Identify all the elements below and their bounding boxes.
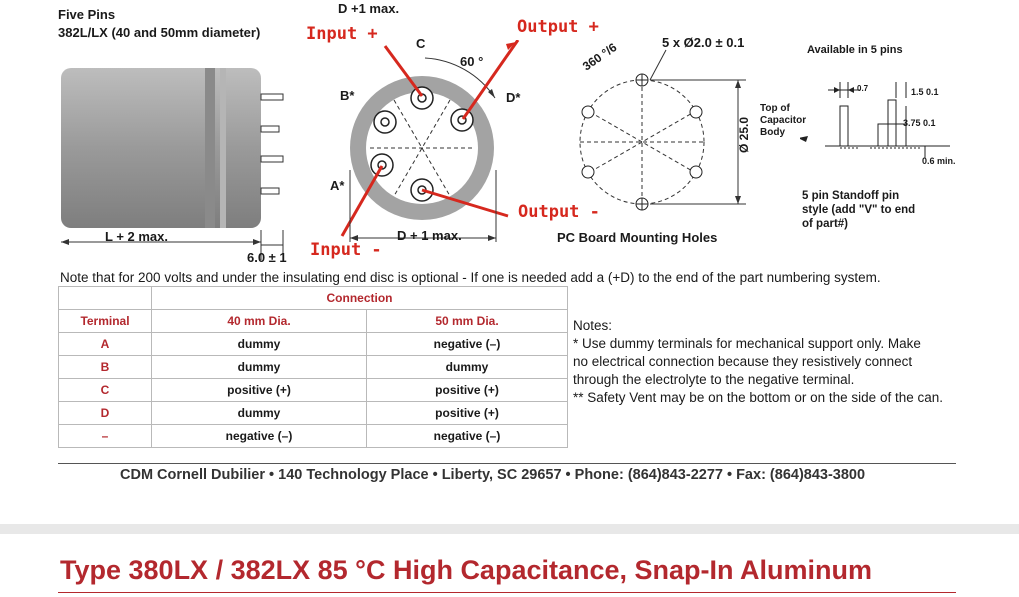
length-label: L + 2 max. bbox=[105, 229, 168, 244]
end-view-diagram bbox=[340, 40, 520, 242]
page-break bbox=[0, 524, 1019, 534]
top-dimension: D +1 max. bbox=[338, 1, 400, 16]
dim-06: 0.6 min. bbox=[922, 156, 956, 166]
hole-left-top bbox=[581, 105, 595, 119]
dim-07: 0.7 bbox=[857, 84, 869, 93]
input-minus-label: Input - bbox=[310, 240, 382, 260]
table-corner bbox=[58, 286, 152, 310]
hole-right-top bbox=[689, 105, 703, 119]
five-pins-label: Five Pins bbox=[58, 7, 116, 22]
company-footer: CDM Cornell Dubilier • 140 Technology Pl… bbox=[120, 467, 866, 483]
mounting-caption: PC Board Mounting Holes bbox=[557, 230, 718, 245]
hole-right-bottom bbox=[689, 165, 703, 179]
standoff-diagram bbox=[800, 82, 950, 158]
side-view-diagram bbox=[61, 68, 284, 260]
table-row: –negative (–)negative (–) bbox=[58, 424, 568, 448]
col-50mm-header: 50 mm Dia. bbox=[366, 309, 568, 333]
notes-line: through the electrolyte to the negative … bbox=[573, 372, 855, 387]
mounting-holes-diagram bbox=[579, 49, 746, 211]
available-label: Available in 5 pins bbox=[807, 44, 903, 56]
pin-b-label: B* bbox=[340, 88, 355, 103]
terminal-leaders bbox=[340, 40, 520, 237]
output-minus-label: Output - bbox=[518, 202, 600, 222]
pin-c-label: C bbox=[416, 36, 426, 51]
hole-left-bottom bbox=[581, 165, 595, 179]
connection-table: Connection Terminal 40 mm Dia. 50 mm Dia… bbox=[58, 286, 568, 448]
title-rule bbox=[58, 592, 956, 593]
terminal-c bbox=[410, 86, 434, 110]
output-plus-label: Output + bbox=[517, 17, 599, 37]
angle-label: 60 ° bbox=[460, 54, 484, 69]
footer-rule bbox=[58, 463, 956, 464]
terminal-b bbox=[373, 110, 397, 134]
terminal-a bbox=[370, 153, 394, 177]
notes-title: Notes: bbox=[573, 318, 613, 333]
terminal-d bbox=[450, 108, 474, 132]
dim-375: 3.75 0.1 bbox=[903, 118, 936, 128]
input-plus-label: Input + bbox=[306, 24, 378, 44]
notes-block: Notes: * Use dummy terminals for mechani… bbox=[573, 317, 1013, 407]
standoff-caption: 5 pin Standoff pin style (add "V" to end… bbox=[802, 190, 916, 230]
pin-a-label: A* bbox=[330, 178, 345, 193]
model-line: 382L/LX (40 and 50mm diameter) bbox=[58, 25, 261, 40]
pin-length-label: 6.0 ± 1 bbox=[247, 250, 287, 265]
page-title: Type 380LX / 382LX 85 °C High Capacitanc… bbox=[60, 555, 873, 585]
notes-line: * Use dummy terminals for mechanical sup… bbox=[573, 336, 921, 351]
dim-15: 1.5 0.1 bbox=[911, 87, 939, 97]
top-of-body-label: Top of Capacitor Body bbox=[760, 103, 807, 138]
pin-d-label: D* bbox=[506, 90, 521, 105]
col-40mm-header: 40 mm Dia. bbox=[151, 309, 367, 333]
diameter-label: D + 1 max. bbox=[397, 228, 462, 243]
connection-header: Connection bbox=[151, 286, 568, 310]
holes-label: 5 x Ø2.0 ± 0.1 bbox=[662, 35, 745, 50]
circle-diameter-label: Ø 25.0 bbox=[737, 116, 752, 154]
side-pins bbox=[260, 93, 284, 195]
capacitor-can bbox=[61, 68, 261, 228]
notes-line: ** Safety Vent may be on the bottom or o… bbox=[573, 390, 943, 405]
hole-top bbox=[635, 73, 649, 87]
hole-bottom bbox=[635, 197, 649, 211]
insulating-note: Note that for 200 volts and under the in… bbox=[60, 270, 881, 285]
notes-line: no electrical connection because they re… bbox=[573, 354, 913, 369]
terminal-column-header: Terminal bbox=[58, 309, 152, 333]
